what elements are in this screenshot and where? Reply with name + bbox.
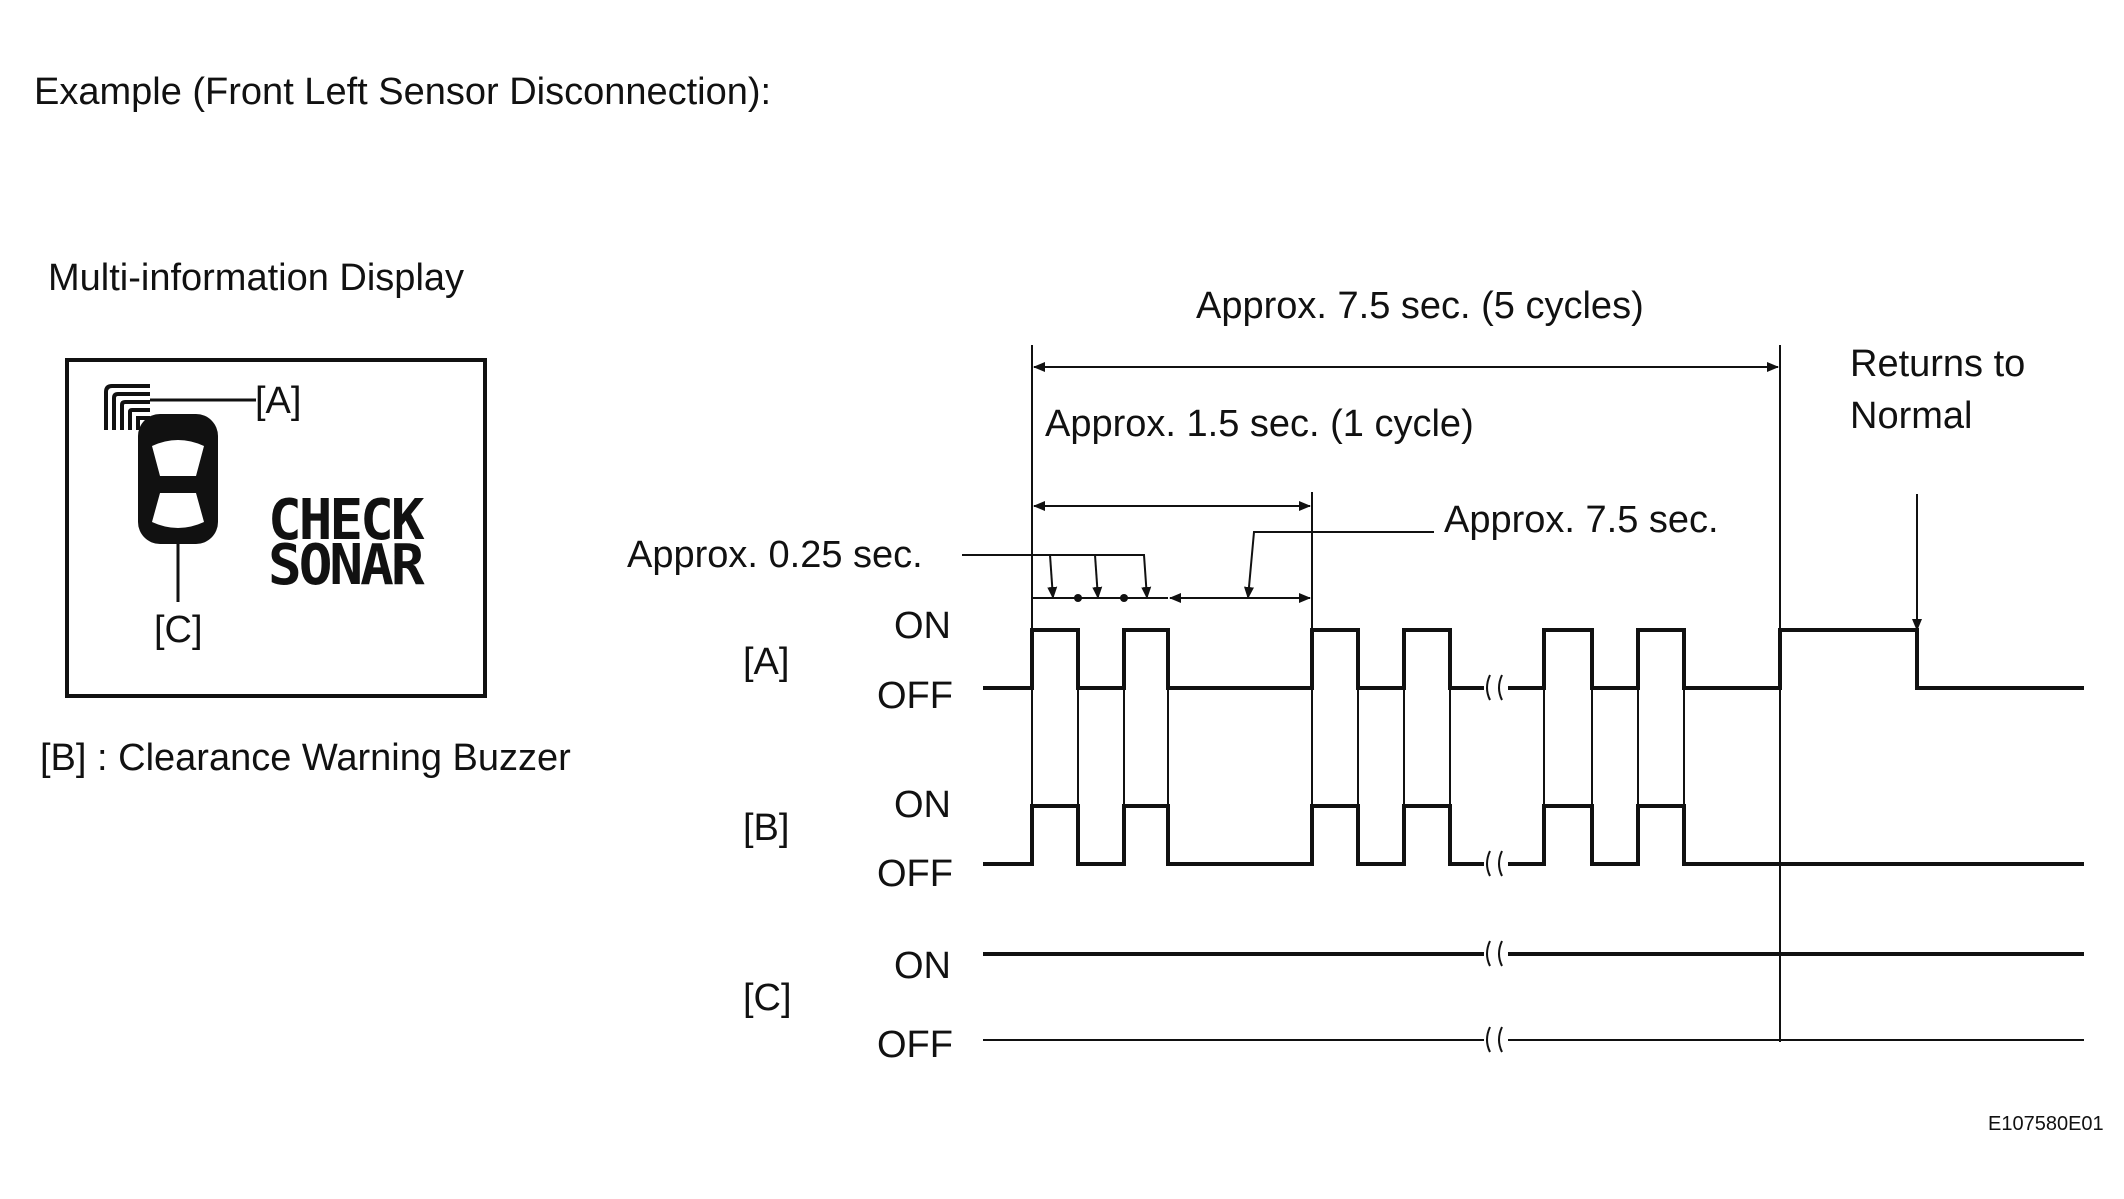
off-leader-line (1244, 531, 1434, 599)
signal-b-waveform (983, 804, 1484, 866)
signal-a-waveform-cont (1508, 628, 2084, 690)
total-duration-label: Approx. 7.5 sec. (5 cycles) (1196, 285, 1644, 327)
pulse-dot-1 (1074, 594, 1082, 602)
signal-b-on: ON (894, 784, 951, 826)
display-message-sonar: SONAR (268, 533, 425, 598)
signal-c-on: ON (894, 945, 951, 987)
pulse-leader-branch-2 (1092, 554, 1103, 599)
display-heading: Multi-information Display (48, 257, 464, 299)
signal-c-name: [C] (743, 977, 792, 1019)
cycle-duration-label: Approx. 1.5 sec. (1 cycle) (1045, 403, 1474, 445)
display-message-check: CHECK (268, 488, 425, 553)
signal-b-name: [B] (743, 807, 789, 849)
signal-a-off: OFF (877, 675, 953, 717)
buzzer-legend: [B] : Clearance Warning Buzzer (40, 737, 571, 779)
figure-code: E107580E01 (1988, 1113, 2104, 1135)
signal-b-waveform-cont (1508, 804, 2084, 866)
pulse-duration-label: Approx. 0.25 sec. (627, 534, 923, 576)
car-icon (138, 414, 218, 544)
signal-a-waveform (983, 628, 1484, 690)
display-label-a: [A] (255, 380, 301, 422)
pulse-dot-2 (1120, 594, 1128, 602)
signal-b-off: OFF (877, 853, 953, 895)
signal-a-on: ON (894, 605, 951, 647)
signal-c-off: OFF (877, 1024, 953, 1066)
signal-a-name: [A] (743, 641, 789, 683)
time-break-marks (1486, 674, 1503, 1053)
pulse-guide-lines (1031, 688, 1685, 806)
returns-label-line2: Normal (1850, 395, 1972, 437)
pulse-leader-branch-1 (1047, 554, 1058, 599)
returns-label-line1: Returns to (1850, 343, 2025, 385)
page-title: Example (Front Left Sensor Disconnection… (34, 71, 771, 113)
off-duration-label: Approx. 7.5 sec. (1444, 499, 1719, 541)
display-label-c: [C] (154, 609, 203, 651)
pulse-leader-line (962, 554, 1152, 599)
sensor-wave-icon (104, 384, 150, 430)
display-frame (65, 358, 487, 698)
